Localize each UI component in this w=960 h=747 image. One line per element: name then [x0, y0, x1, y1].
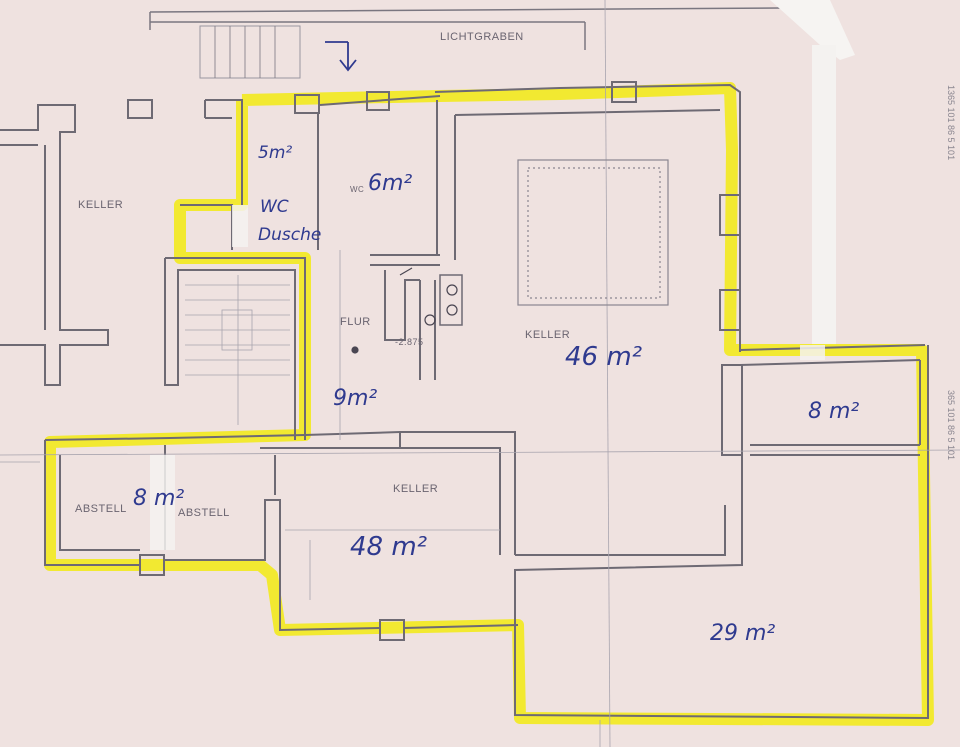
abstell-label-2: ABSTELL: [178, 507, 230, 519]
margin-dimension-bottom: 365 101 86 5 101: [946, 390, 956, 460]
tape-patches: [150, 205, 825, 550]
height-mark: -2.875: [395, 337, 424, 347]
lichtgraben-label: LICHTGRABEN: [440, 31, 524, 43]
paper-strip: [770, 0, 855, 345]
fixture-icons: [351, 267, 458, 354]
abstell-label-1: ABSTELL: [75, 503, 127, 515]
area-wc: 5m²: [258, 143, 292, 163]
keller-inner-square: [517, 159, 669, 306]
margin-dimension-top: 1365 101 86 5 101: [946, 85, 956, 160]
keller-left-label: KELLER: [78, 199, 123, 211]
area-abstell: 8 m²: [133, 486, 184, 511]
wc-handwritten: WC: [260, 197, 289, 217]
area-keller-bottom: 48 m²: [350, 532, 427, 562]
lichtgraben-structure: [149, 7, 781, 79]
keller-bottom-label: KELLER: [393, 483, 438, 495]
keller-main-label: KELLER: [525, 329, 570, 341]
area-side: 8 m²: [808, 399, 859, 424]
area-room: 6m²: [368, 171, 412, 196]
staircase: [185, 275, 290, 425]
dusche-handwritten: Dusche: [258, 225, 321, 245]
flur-label: FLUR: [340, 316, 371, 328]
area-flur: 9m²: [333, 386, 377, 411]
entrance-arrow-icon: [325, 41, 357, 72]
walls: [0, 81, 929, 720]
area-lower-right: 29 m²: [710, 621, 775, 646]
wc-print-label: WC: [350, 185, 364, 194]
area-keller-main: 46 m²: [565, 342, 642, 372]
